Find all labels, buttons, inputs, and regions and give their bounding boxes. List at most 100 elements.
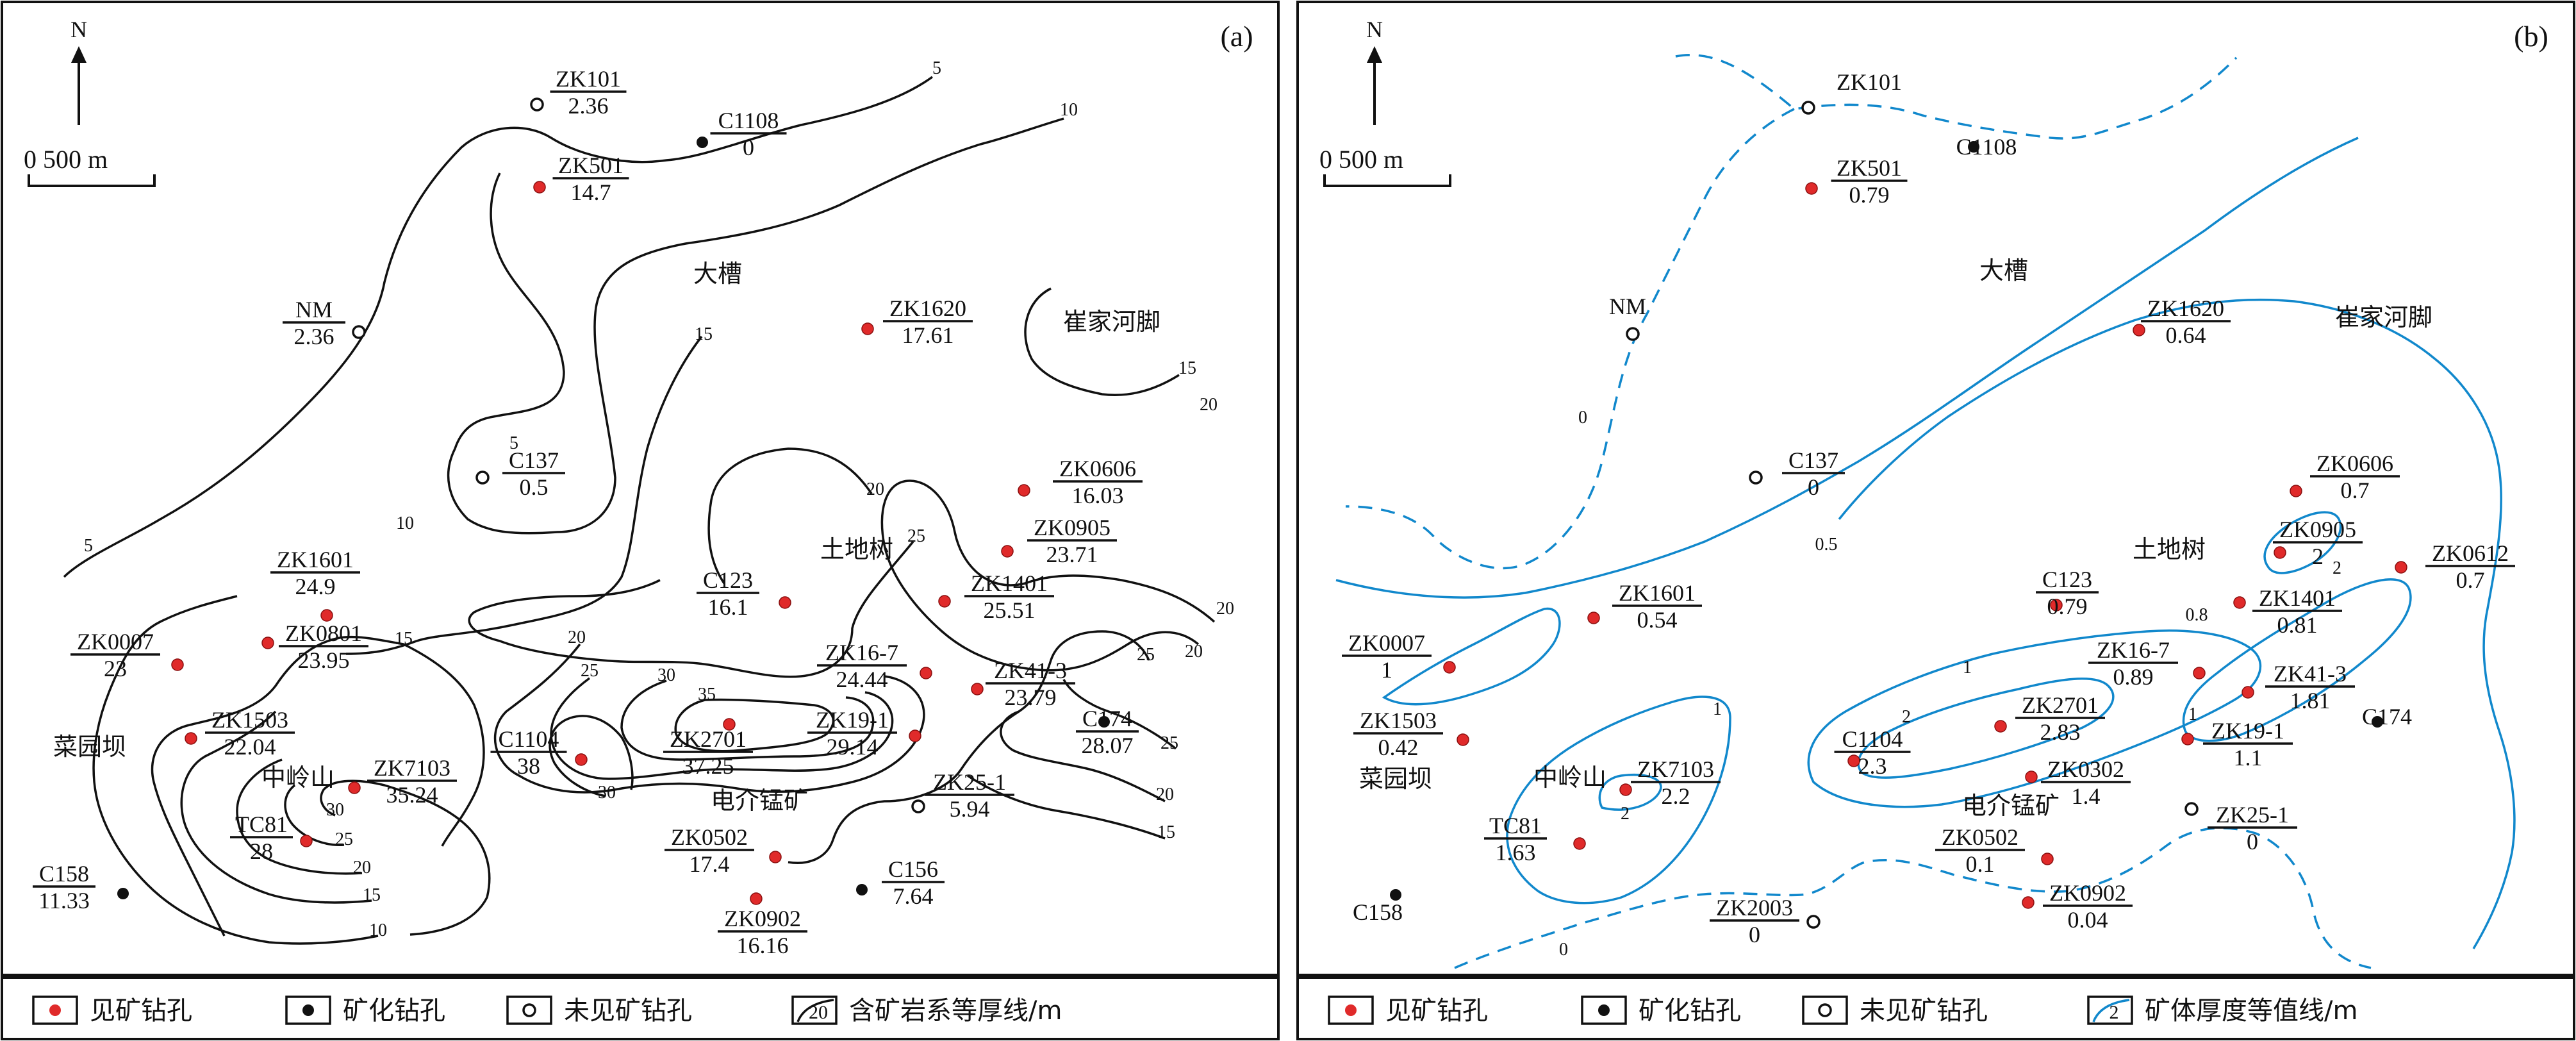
borehole-value: 0.04 [2068,907,2108,933]
borehole-red-marker [2022,896,2035,909]
borehole-value: 1.81 [2290,688,2331,713]
borehole-id: ZK0606 [2316,451,2393,476]
borehole-red-marker [575,753,588,766]
borehole-red-marker [1573,837,1586,850]
borehole-red-marker [1457,733,1469,746]
borehole-label-ZK41-3: ZK41-31.81 [2265,661,2355,713]
borehole-value: 2.3 [1858,753,1887,779]
borehole-id: ZK7103 [1637,756,1714,782]
borehole-label-NM: NM2.36 [283,297,345,349]
borehole-label-ZK19-1: ZK19-129.14 [807,707,897,760]
borehole-value: 28 [250,838,273,864]
panel-b-frame [1296,1,2575,976]
borehole-red-marker [971,683,984,695]
north-label: N [1366,17,1383,42]
borehole-id: NM [1609,294,1646,319]
borehole-red-marker [861,322,874,335]
borehole-id: C1108 [718,108,779,133]
borehole-black-marker [697,137,708,148]
borehole-label-ZK41-3: ZK41-323.79 [986,658,1075,710]
borehole-value: 0.79 [2047,594,2088,619]
borehole-black-marker [117,888,129,899]
borehole-id: TC81 [235,812,288,837]
borehole-value: 2.36 [294,324,334,349]
borehole-id: ZK501 [558,153,623,178]
legend-item-b-0: 见矿钻孔 [1328,995,1488,1026]
borehole-id: ZK501 [1837,155,1902,181]
borehole-value: 37.25 [682,753,734,779]
borehole-id: ZK2003 [1716,895,1793,920]
borehole-red-marker [320,609,333,622]
borehole-id: ZK16-7 [825,640,898,665]
panel-b-contours [1335,54,2516,969]
borehole-value: 1.4 [2072,783,2101,809]
contour-label: 35 [698,685,716,704]
legend-label: 见矿钻孔 [1385,996,1488,1026]
borehole-id: C158 [1353,899,1403,925]
borehole-value: 2 [2312,544,2324,569]
borehole-red-marker [2242,686,2254,699]
legend-sample: 2 [2110,1002,2119,1023]
borehole-value: 0 [743,135,754,160]
contour-label: 20 [1216,599,1234,619]
borehole-value: 0.81 [2277,612,2318,638]
borehole-label-C1108: C1108 [1956,134,2017,160]
legend-sample: 20 [809,1002,828,1023]
borehole-red-marker [769,851,782,863]
place-label: 大槽 [1979,256,2028,285]
borehole-empty-marker [1801,101,1815,115]
borehole-id: ZK0905 [1034,515,1110,540]
place-label: 崔家河脚 [2335,303,2432,331]
borehole-id: ZK1620 [2147,296,2224,321]
borehole-value: 5.94 [950,796,990,822]
contour-label: 2 [2332,558,2341,578]
north-arrow-b [1367,46,1382,125]
borehole-id: ZK0302 [2047,756,2124,782]
borehole-id: ZK1601 [1619,580,1696,606]
contour-label: 1 [1713,699,1722,719]
legend-label: 矿体厚度等值线/m [2145,996,2357,1026]
legend-label: 未见矿钻孔 [1860,996,1988,1026]
contour-label: 0.8 [2186,605,2208,625]
borehole-red-marker [1001,545,1014,558]
borehole-id: ZK41-3 [994,658,1067,683]
borehole-id: ZK101 [1837,69,1902,95]
borehole-value: 0.89 [2113,664,2154,690]
borehole-id: ZK1601 [277,547,354,572]
contour-label: 0.5 [1815,535,1838,554]
borehole-value: 28.07 [1082,733,1134,758]
borehole-value: 24.9 [295,574,336,599]
borehole-empty-marker [1806,915,1821,929]
borehole-value: 35.24 [386,782,438,808]
legend-item-b-3: 2 矿体厚度等值线/m [2087,995,2357,1026]
borehole-red-marker [1443,661,1456,674]
borehole-empty-marker [352,325,366,339]
borehole-id: C174 [1082,706,1132,731]
borehole-red-marker [2041,853,2054,865]
contour-label: 15 [1178,358,1196,378]
borehole-red-marker [1994,720,2007,733]
borehole-label-NM: NM [1609,294,1646,319]
borehole-red-marker [2233,596,2246,609]
borehole-value: 24.44 [836,667,888,692]
borehole-value: 23.95 [298,647,350,673]
contour-label: 25 [335,829,353,849]
legend-label: 未见矿钻孔 [564,996,692,1026]
place-label: 电介锰矿 [711,787,808,815]
